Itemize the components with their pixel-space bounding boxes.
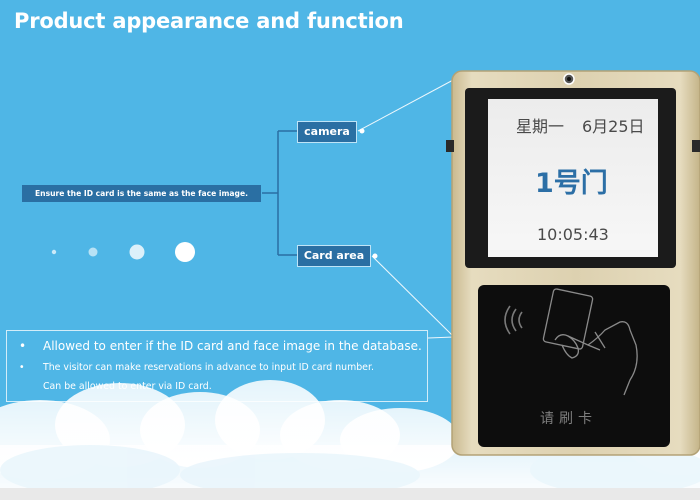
bullet-2: •: [19, 362, 25, 373]
side-button-left: [446, 140, 454, 152]
bullet-1: •: [19, 339, 27, 353]
ensure-id-label: Ensure the ID card is the same as the fa…: [22, 185, 261, 202]
screen-weekday: 星期一: [516, 117, 565, 136]
screen-time: 10:05:43: [537, 225, 609, 244]
info-text-2: The visitor can make reservations in adv…: [43, 362, 374, 373]
screen-door-number: 1号门: [535, 168, 608, 199]
nfc-waves-icon: [504, 305, 523, 335]
screen-date: 6月25日: [582, 117, 645, 136]
camera-label: camera: [297, 121, 357, 143]
dot-4: [175, 242, 195, 262]
info-text-3: Can be allowed to enter via ID card.: [43, 381, 212, 392]
camera-lens-icon: [563, 73, 575, 85]
dot-2: [88, 247, 98, 257]
dot-1: [51, 249, 57, 255]
screen-display: [488, 99, 658, 257]
page-title: Product appearance and function: [14, 9, 404, 33]
swipe-card-text: 请刷卡: [540, 411, 597, 427]
card-area-label: Card area: [297, 245, 371, 267]
dot-3: [129, 244, 145, 260]
info-text-1: Allowed to enter if the ID card and face…: [43, 339, 422, 353]
card-reader-area: [478, 285, 670, 447]
info-box: • Allowed to enter if the ID card and fa…: [6, 330, 428, 402]
side-button-right: [692, 140, 700, 152]
hand-card-icon: [542, 288, 638, 396]
